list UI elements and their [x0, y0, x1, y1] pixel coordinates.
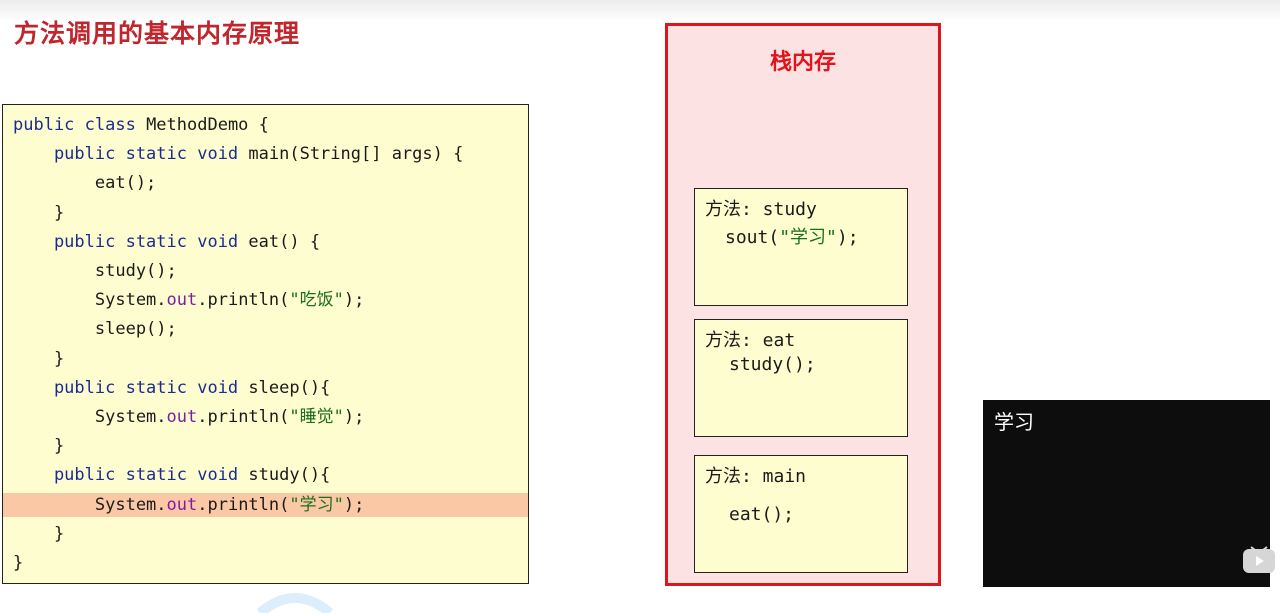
code-token: "睡觉"	[289, 407, 344, 427]
code-token: .println(	[197, 407, 290, 427]
decorative-arc	[256, 593, 334, 613]
page-title: 方法调用的基本内存原理	[14, 19, 301, 48]
code-token: main(String[] args) {	[248, 144, 464, 165]
code-token: eat();	[729, 504, 795, 525]
code-token: "学习"	[289, 494, 344, 515]
code-token: study();	[13, 261, 177, 281]
stack-frame-code: sout("学习");	[725, 223, 859, 249]
code-line: }	[3, 434, 528, 458]
code-token: sout(	[725, 227, 780, 248]
code-token: eat() {	[248, 231, 321, 252]
code-line: System.out.println("睡觉");	[3, 405, 528, 429]
code-line: public static void study(){	[3, 463, 528, 487]
code-line: public static void eat() {	[3, 230, 528, 254]
code-line: public class MethodDemo {	[3, 113, 528, 137]
stack-frame-code: study();	[729, 354, 816, 375]
code-token: study();	[729, 354, 816, 375]
console-output-text: 学习	[994, 410, 1034, 434]
code-token: }	[13, 553, 24, 573]
code-token: }	[13, 523, 65, 544]
code-token: MethodDemo {	[146, 115, 269, 135]
stack-frame-code: eat();	[729, 504, 794, 525]
code-token: }	[13, 202, 65, 223]
console-output-panel: 学习	[983, 400, 1270, 587]
code-token: "学习"	[779, 227, 837, 248]
code-line: System.out.println("吃饭");	[3, 288, 528, 312]
code-token: public static void	[13, 144, 249, 165]
code-line: }	[3, 347, 528, 371]
code-token: out	[166, 290, 198, 311]
code-token: out	[166, 494, 198, 515]
code-token: sleep();	[13, 319, 177, 340]
stack-frame-name: 方法: eat	[705, 330, 796, 351]
video-player-icon[interactable]	[1242, 545, 1276, 575]
stack-frame: 方法: eat study();	[694, 319, 908, 437]
code-line: eat();	[3, 171, 528, 195]
code-line: public static void main(String[] args) {	[3, 142, 528, 166]
stack-frame: 方法: study sout("学习");	[694, 188, 908, 306]
code-token: System.	[13, 407, 167, 427]
code-token: );	[836, 227, 859, 248]
code-token: .println(	[197, 494, 290, 515]
code-line-highlighted: System.out.println("学习");	[3, 492, 528, 517]
code-panel: public class MethodDemo { public static …	[2, 104, 529, 584]
stack-frame-name: 方法: main	[705, 466, 807, 487]
code-token: study(){	[248, 465, 331, 486]
code-token: public static void	[13, 377, 249, 398]
code-line: sleep();	[3, 317, 528, 341]
code-token: eat();	[13, 173, 157, 194]
code-line: }	[3, 201, 528, 225]
code-token: public static void	[13, 231, 249, 252]
code-token: System.	[13, 494, 167, 515]
stack-frame-name: 方法: study	[705, 199, 817, 220]
code-token: out	[166, 407, 198, 427]
code-line: study();	[3, 259, 528, 283]
code-line: }	[3, 551, 528, 575]
code-token: );	[343, 407, 365, 427]
code-token: System.	[13, 290, 167, 311]
code-token: }	[13, 348, 65, 369]
code-token: public static void	[13, 465, 249, 486]
code-token: sleep(){	[248, 377, 331, 398]
code-token: "吃饭"	[289, 290, 344, 311]
code-token: );	[343, 290, 365, 311]
code-line: }	[3, 522, 528, 546]
code-token: }	[13, 436, 65, 457]
code-token: public class	[13, 115, 147, 135]
stack-frame: 方法: main eat();	[694, 455, 908, 573]
top-band	[0, 0, 1280, 22]
code-line: public static void sleep(){	[3, 376, 528, 400]
code-token: );	[343, 494, 365, 515]
code-token: .println(	[197, 290, 290, 311]
stack-memory-title: 栈内存	[769, 50, 836, 75]
